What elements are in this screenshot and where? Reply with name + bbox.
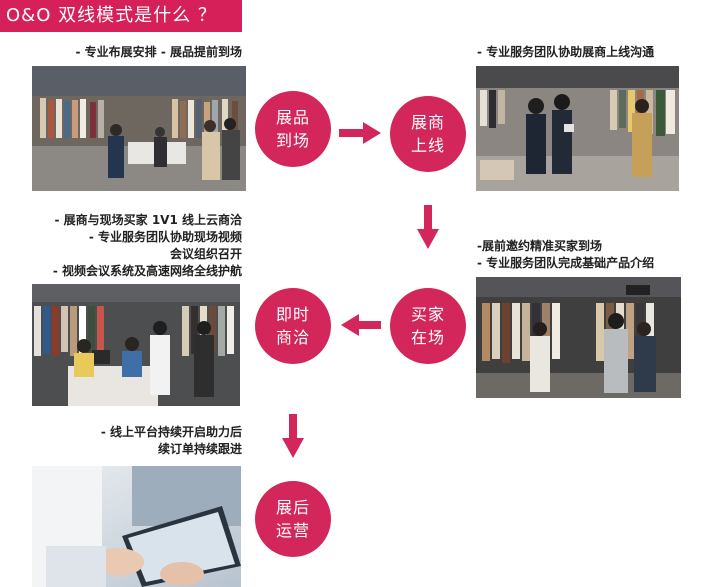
step-buyers-onsite: 买家在场 (390, 288, 466, 364)
caption-buyers: -展前邀约精准买家到场 - 专业服务团队完成基础产品介绍 (477, 239, 655, 270)
photo-showroom (32, 66, 246, 191)
arrow-down-icon (417, 205, 439, 249)
caption-online: - 专业服务团队协助展商上线沟通 (477, 45, 655, 59)
photo-tablet (32, 466, 241, 587)
step-exhibits-arrival: 展品到场 (255, 91, 331, 167)
step-post-show-operation: 展后运营 (255, 481, 331, 557)
step-instant-negotiation: 即时商洽 (255, 288, 331, 364)
page-title: O&O 双线模式是什么 ？ (0, 0, 242, 32)
arrow-right-icon (339, 122, 381, 144)
arrow-down-icon (282, 414, 304, 458)
step-exhibitors-online: 展商上线 (390, 96, 466, 172)
caption-after: - 线上平台持续开启助力后 续订单持续跟进 (100, 425, 242, 456)
caption-negotiate: - 展商与现场买家 1V1 线上云商洽 - 专业服务团队协助现场视频 会议组织召… (52, 213, 242, 278)
photo-video-meeting (32, 284, 240, 406)
photo-buyers (476, 277, 681, 398)
caption-arrival: - 专业布展安排 - 展品提前到场 (75, 45, 243, 59)
photo-staff-online (476, 66, 679, 191)
arrow-left-icon (341, 314, 381, 336)
